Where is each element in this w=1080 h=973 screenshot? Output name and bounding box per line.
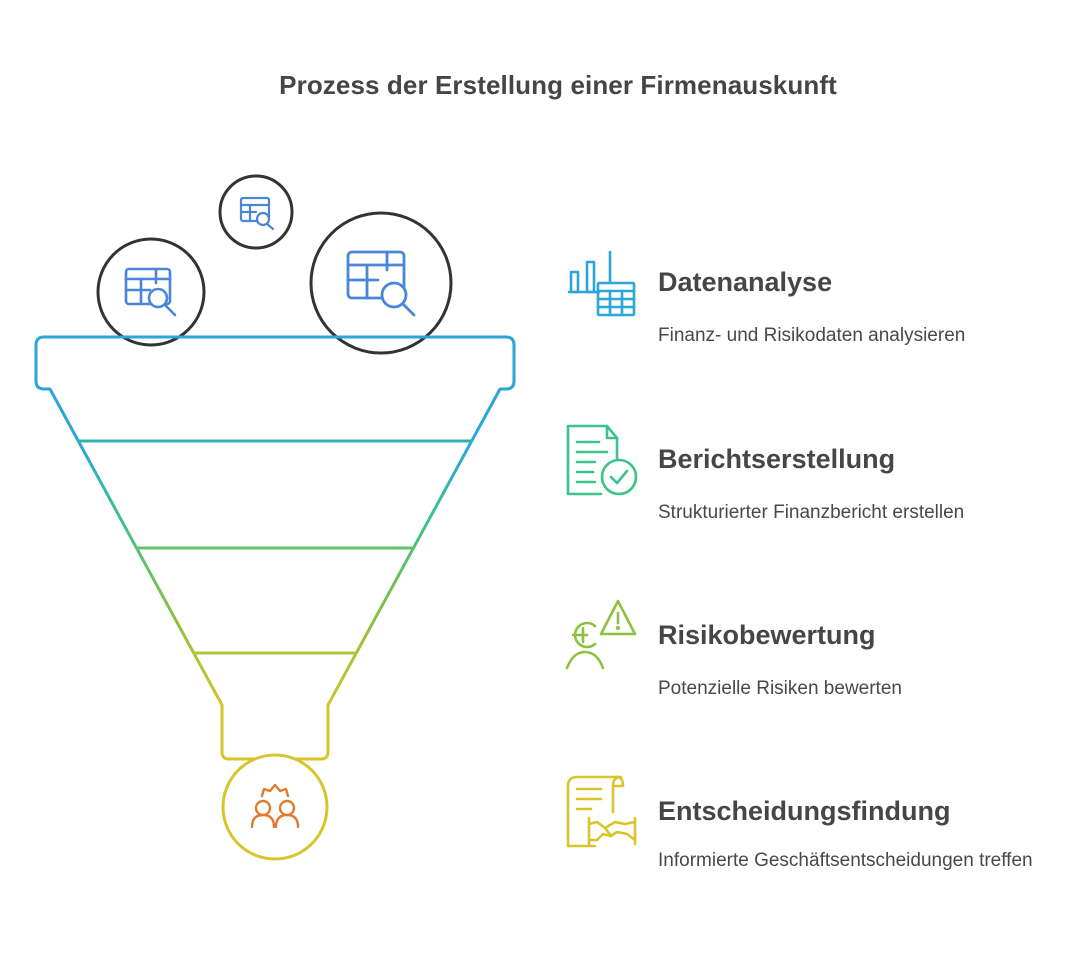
- funnel-output: [221, 753, 329, 861]
- stage-description: Informierte Geschäftsentscheidungen tref…: [658, 850, 1033, 871]
- table-search-icon: [239, 196, 275, 231]
- contract-handshake-icon: [566, 775, 637, 848]
- team-gear-icon: [250, 783, 300, 829]
- stage-title: Datenanalyse: [658, 267, 833, 297]
- report-check-icon: [566, 424, 638, 496]
- input-bubble-left: [96, 237, 206, 347]
- stage-title: Entscheidungsfindung: [658, 796, 951, 826]
- stage-title: Berichtserstellung: [658, 444, 896, 474]
- stage-description: Strukturierter Finanzbericht erstellen: [658, 502, 965, 523]
- funnel-body: [34, 335, 516, 761]
- input-bubble-small: [218, 174, 294, 250]
- page-title: Prozess der Erstellung einer Firmenausku…: [279, 70, 837, 100]
- stage-title: Risikobewertung: [658, 620, 876, 650]
- stage-description: Potenzielle Risiken bewerten: [658, 678, 902, 699]
- table-search-icon: [124, 267, 177, 317]
- stage-description: Finanz- und Risikodaten analysieren: [658, 325, 966, 346]
- table-search-icon: [346, 250, 416, 317]
- person-warning-icon: [565, 599, 637, 670]
- chart-table-icon: [567, 250, 636, 317]
- input-bubble-large: [309, 211, 453, 355]
